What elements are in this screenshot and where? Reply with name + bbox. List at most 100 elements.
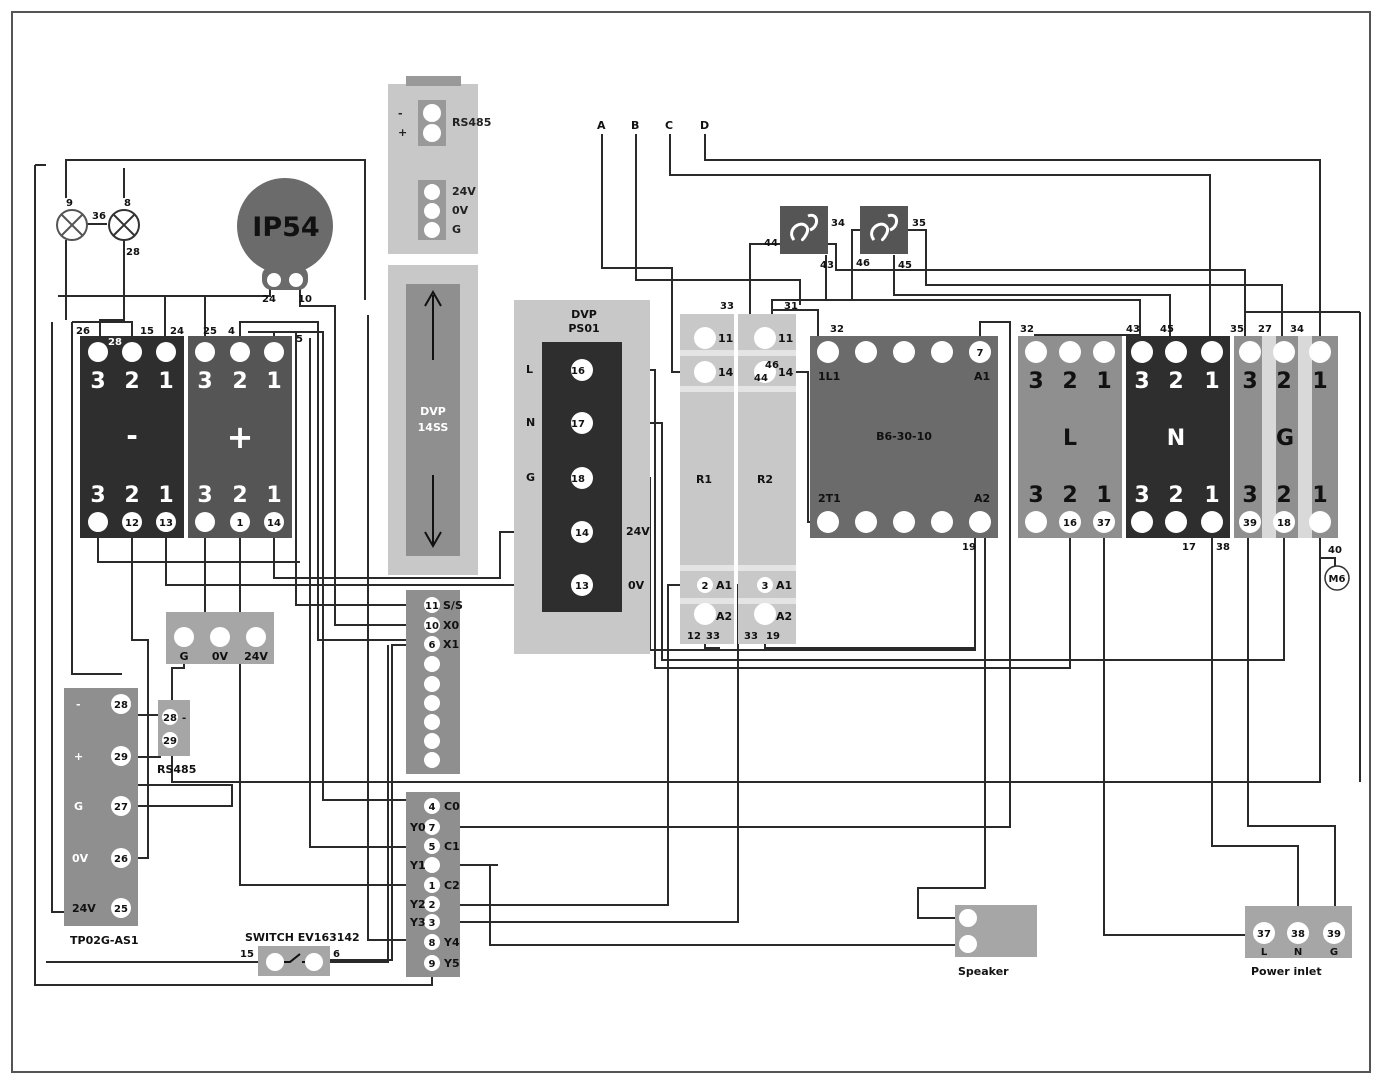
rs485-label: RS485 (452, 116, 491, 129)
inlet-t39: 39 (1327, 929, 1341, 940)
inlet-t37: 37 (1257, 929, 1271, 940)
ps01-t16: 16 (571, 366, 585, 377)
l-bot-1: 1 (1096, 483, 1111, 508)
io-t5: 5 (429, 842, 436, 853)
lamp-left-label: 9 (66, 198, 73, 209)
fuse-1 (780, 206, 828, 254)
fuse-2 (860, 206, 908, 254)
pos-wire-4: 4 (228, 326, 235, 337)
lamp-left: 9 (56, 198, 88, 241)
contactor-w32: 32 (830, 324, 844, 335)
io-t9: 9 (429, 959, 436, 970)
switch-title: SWITCH EV163142 (245, 931, 360, 944)
pos-top-3: 3 (197, 369, 212, 394)
contactor-w7: 7 (977, 348, 984, 359)
r2-w31: 31 (784, 301, 798, 312)
neg-top-2: 2 (124, 369, 139, 394)
ps01-g: G (526, 471, 535, 484)
n-w43: 43 (1126, 324, 1140, 335)
neg-wire-15: 15 (140, 326, 154, 337)
l-top-1: 1 (1096, 369, 1111, 394)
switch-right-label: 6 (333, 949, 340, 960)
io-l8: Y4 (443, 936, 460, 949)
frame (11, 11, 1371, 1073)
ps01-t17: 17 (571, 419, 585, 430)
neg-top-3: 3 (90, 369, 105, 394)
lamp-right: 8 (108, 198, 140, 241)
l-letter: L (1063, 426, 1077, 451)
io-l1: C2 (444, 879, 460, 892)
n-bot-1: 1 (1204, 483, 1219, 508)
pos-sign: + (227, 418, 254, 456)
tp-rs485-module: 28 - 29 (158, 700, 190, 756)
contactor-1l1: 1L1 (818, 370, 840, 383)
n-bot-2: 2 (1168, 483, 1183, 508)
neg-term-13: 13 (159, 518, 173, 529)
tp-t27: 27 (114, 802, 128, 813)
ps01-line1: DVP (571, 308, 597, 321)
io-t6: 6 (429, 640, 436, 651)
rs485-24v: 24V (452, 185, 476, 198)
io-t11: 11 (425, 601, 439, 612)
supply-0v: 0V (212, 650, 229, 663)
inlet-l: L (1261, 947, 1268, 958)
switch-left-label: 15 (240, 949, 254, 960)
pos-wire-5: 5 (296, 334, 303, 345)
tp-t29: 29 (114, 752, 128, 763)
r1-t14: 14 (718, 366, 734, 379)
rs485-power-module: - + RS485 24V 0V G (388, 76, 491, 254)
fuse2-a: 46 (856, 258, 870, 269)
tp-plus: + (74, 750, 83, 763)
n-top-1: 1 (1204, 369, 1219, 394)
n-w45: 45 (1160, 324, 1174, 335)
r2-t14: 14 (778, 366, 794, 379)
inlet-t38: 38 (1291, 929, 1305, 940)
ip54-button: IP54 (237, 178, 333, 290)
lamp-right-label: 8 (124, 198, 131, 209)
tp-rs485-minus: - (182, 713, 186, 724)
g-top-3: 3 (1242, 369, 1257, 394)
r2-w19: 19 (766, 631, 780, 642)
tp-rs485-t29: 29 (163, 736, 177, 747)
lamp-wire-label: 28 (126, 247, 140, 258)
tp-name: TP02G-AS1 (70, 934, 139, 947)
g-m6: M6 (1329, 574, 1346, 585)
io-l5: C1 (444, 840, 460, 853)
io-t10: 10 (425, 621, 439, 632)
pos-bot-3: 3 (197, 483, 212, 508)
ps01-l: L (526, 363, 533, 376)
io-y3: Y3 (409, 916, 426, 929)
wire-letter-a: A (597, 119, 606, 132)
r2-t11: 11 (778, 332, 793, 345)
wire-letter-b: B (631, 119, 639, 132)
l-top-2: 2 (1062, 369, 1077, 394)
ps01-t13: 13 (575, 581, 589, 592)
g-letter: G (1276, 426, 1294, 451)
r2-w33: 33 (744, 631, 758, 642)
pos-wire-25: 25 (203, 326, 217, 337)
ps01-n: N (526, 416, 535, 429)
io-y0: Y0 (409, 821, 426, 834)
positive-terminal-block: 3 2 1 + 3 2 1 1 14 (188, 336, 292, 538)
supply-module: G 0V 24V (166, 612, 274, 664)
io-t8: 8 (429, 938, 436, 949)
ip54-t1: 24 (262, 294, 276, 305)
supply-g: G (179, 650, 188, 663)
tp-minus: - (76, 698, 81, 711)
g-w34: 34 (1290, 324, 1304, 335)
io-l9: Y5 (443, 957, 460, 970)
tp-g: G (74, 800, 83, 813)
neg-term-12: 12 (125, 518, 139, 529)
r2-w44: 44 (754, 373, 768, 384)
ip54-t2: 10 (298, 294, 312, 305)
rs485-g: G (452, 223, 461, 236)
pos-term-14: 14 (267, 518, 281, 529)
relay-r1: 11 14 R1 A1 A2 2 12 33 (680, 314, 734, 644)
pos-top-1: 1 (266, 369, 281, 394)
io-t1: 1 (429, 881, 436, 892)
contactor: 1L1 A1 B6-30-10 2T1 A2 7 (810, 336, 998, 538)
rs485-0v: 0V (452, 204, 469, 217)
neg-bot-3: 3 (90, 483, 105, 508)
neg-bot-1: 1 (158, 483, 173, 508)
wire-letter-c: C (665, 119, 673, 132)
